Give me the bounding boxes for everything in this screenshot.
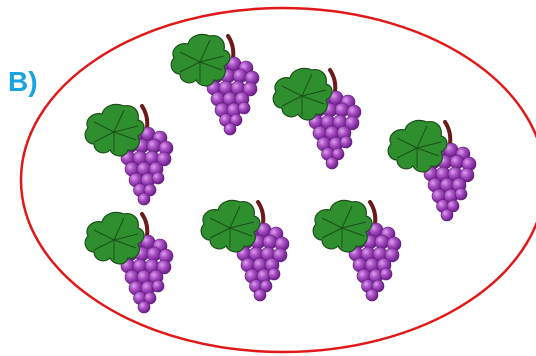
grape-bunch-icon: [201, 200, 289, 301]
grape-bunch-icon: [85, 212, 173, 313]
grape-bunch-icon: [388, 120, 476, 221]
grape-bunch-icon: [313, 200, 401, 301]
grape-bunch-icon: [171, 34, 259, 135]
grape-bunch-icon: [273, 68, 361, 169]
grape-bunch-icon: [85, 104, 173, 205]
